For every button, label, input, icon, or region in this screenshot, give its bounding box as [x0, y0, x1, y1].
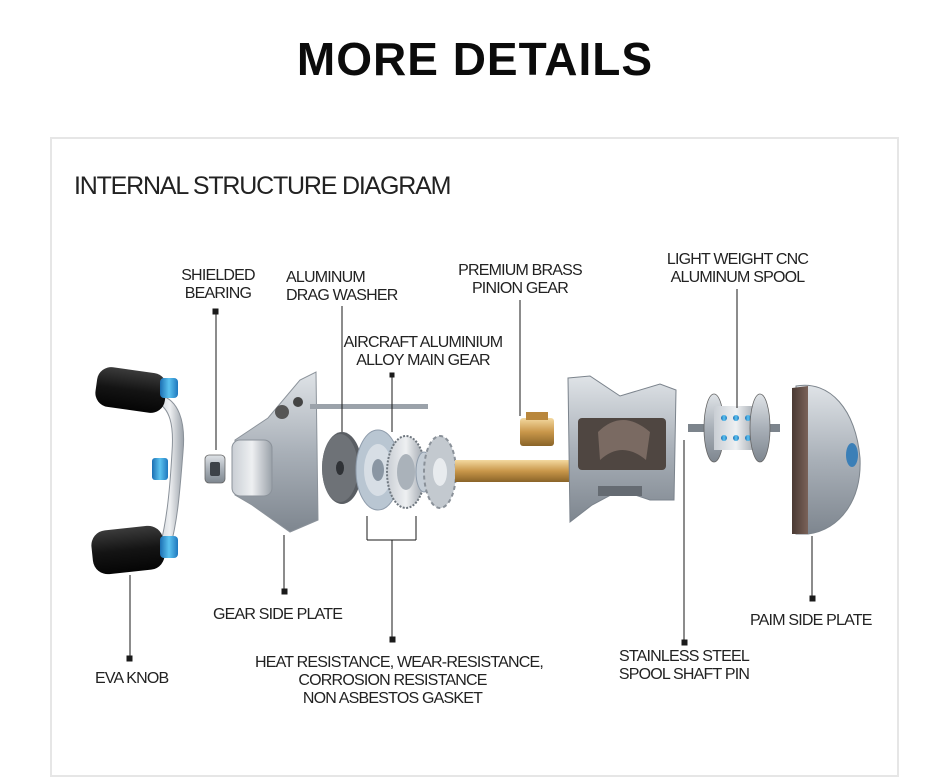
label-line: STAINLESS STEEL	[619, 648, 750, 665]
label-gear-side-plate: GEAR SIDE PLATE	[213, 606, 343, 624]
main-gear	[386, 435, 426, 509]
reel-frame	[567, 375, 677, 524]
label-drag-washer: ALUMINUM DRAG WASHER	[286, 269, 398, 305]
label-pinion-gear: PREMIUM BRASS PINION GEAR	[445, 262, 595, 298]
shielded-bearing	[204, 454, 226, 484]
label-line: NON ASBESTOS GASKET	[302, 690, 483, 707]
aluminum-spool	[688, 393, 780, 463]
label-line: HEAT RESISTANCE, WEAR-RESISTANCE,	[255, 654, 544, 671]
label-line: AIRCRAFT ALUMINIUM	[343, 334, 503, 351]
label-main-gear: AIRCRAFT ALUMINIUM ALLOY MAIN GEAR	[338, 334, 508, 370]
label-spool: LIGHT WEIGHT CNC ALUMINUM SPOOL	[655, 251, 820, 287]
label-spool-shaft-pin: STAINLESS STEEL SPOOL SHAFT PIN	[604, 648, 764, 684]
drag-washer	[322, 432, 362, 504]
label-line: LIGHT WEIGHT CNC	[666, 251, 809, 268]
label-gasket: HEAT RESISTANCE, WEAR-RESISTANCE, CORROS…	[255, 654, 544, 708]
label-line: PREMIUM BRASS	[458, 262, 583, 279]
leader-lines	[126, 289, 816, 662]
crank-handle	[91, 367, 185, 575]
label-line: ALLOY MAIN GEAR	[356, 352, 490, 369]
label-line: PINION GEAR	[471, 280, 569, 297]
pinion-shaft	[455, 412, 570, 482]
label-line: SHIELDED	[181, 267, 255, 284]
gear-side-plate	[231, 371, 428, 533]
label-line: EVA KNOB	[95, 670, 169, 687]
label-line: PAIM SIDE PLATE	[750, 612, 872, 629]
label-line: GEAR SIDE PLATE	[213, 606, 343, 623]
label-line: DRAG WASHER	[286, 287, 398, 304]
label-line: SPOOL SHAFT PIN	[618, 666, 750, 683]
label-line: BEARING	[184, 285, 252, 302]
diagram-title: INTERNAL STRUCTURE DIAGRAM	[74, 172, 451, 200]
page-title: MORE DETAILS	[296, 33, 654, 85]
label-line: CORROSION RESISTANCE	[298, 672, 487, 689]
label-line: ALUMINUM	[286, 269, 366, 286]
palm-side-plate	[792, 384, 861, 535]
label-line: ALUMINUM SPOOL	[670, 269, 806, 286]
label-shielded-bearing: SHIELDED BEARING	[168, 267, 268, 303]
label-eva-knob: EVA KNOB	[95, 670, 169, 688]
star-drag	[423, 435, 457, 509]
label-palm-side-plate: PAIM SIDE PLATE	[750, 612, 872, 630]
